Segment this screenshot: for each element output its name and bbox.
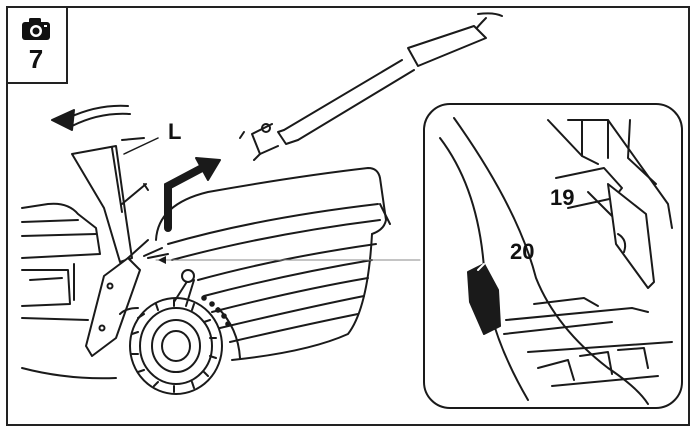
figure-number: 7 [28,44,44,74]
grass-bag [143,167,391,361]
rear-wheel [119,297,223,395]
lift-arrow-icon [164,157,221,232]
leader-L [123,137,159,155]
handle-bar [239,12,503,161]
height-adjuster [173,269,241,359]
figure-badge: 7 [8,8,68,84]
rotate-arrow-icon [51,104,131,131]
detail-inset [423,103,683,409]
camera-icon [22,18,50,40]
rear-flap-lever [71,137,149,263]
mower-illustration [21,12,683,409]
callout-lever-L: L [168,119,182,144]
mower-body [21,202,149,380]
callout-20: 20 [510,239,535,264]
figure-frame: 7 [6,6,690,426]
callout-19: 19 [550,185,575,210]
